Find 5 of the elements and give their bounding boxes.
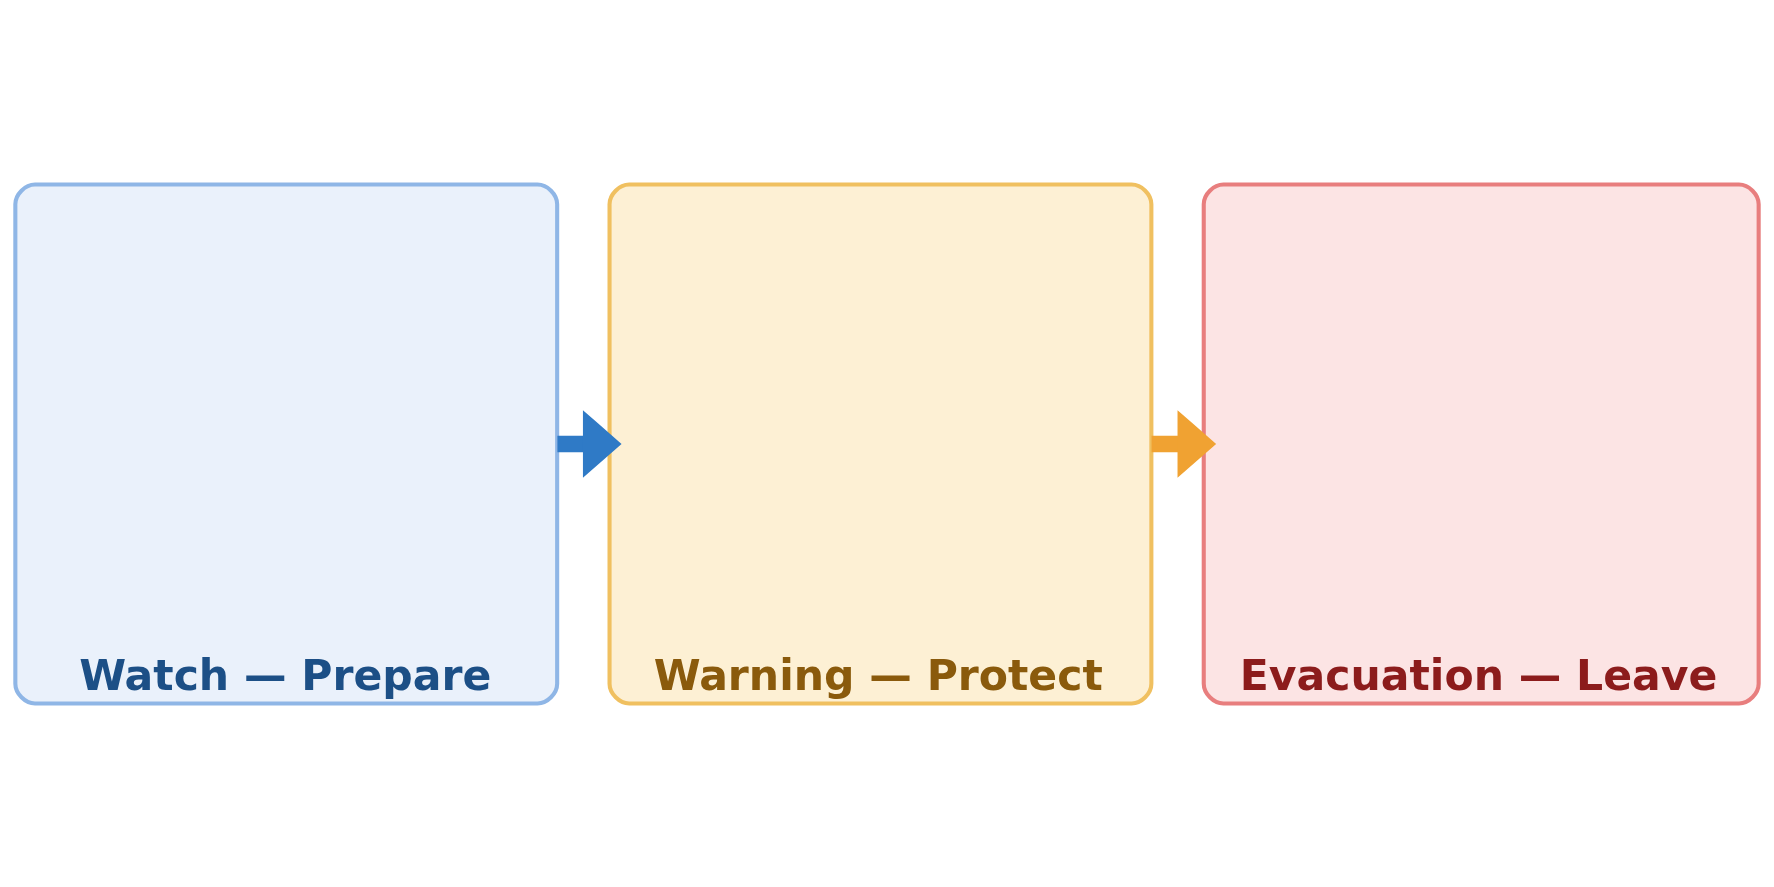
node-box: Watch — Prepare (13, 182, 560, 705)
node-box: Evacuation — Leave (1201, 182, 1761, 705)
node-box: Warning — Protect (607, 182, 1154, 705)
arrow (1151, 409, 1217, 478)
arrow (557, 409, 622, 478)
